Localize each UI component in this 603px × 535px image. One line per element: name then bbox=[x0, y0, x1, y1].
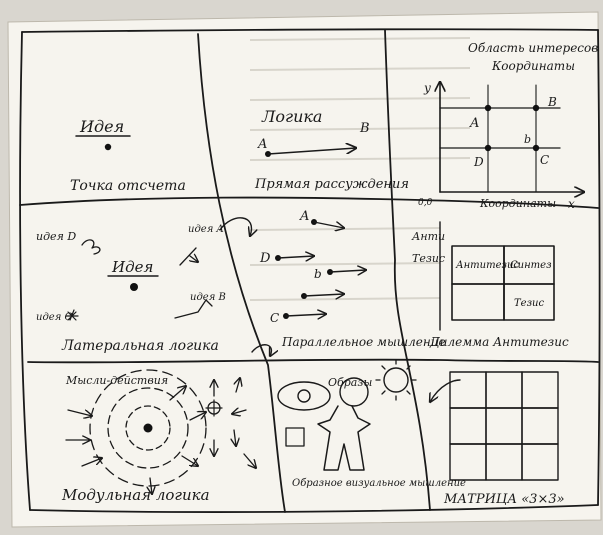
modular-label-top: Мысли-действия bbox=[65, 374, 168, 387]
lateral-idea-a: идея A bbox=[188, 224, 224, 235]
matrix-caption: МАТРИЦА «3×3» bbox=[443, 492, 565, 507]
visual-caption: Образное визуальное мышление bbox=[292, 478, 466, 489]
parallel-label-c: C bbox=[270, 311, 279, 325]
coords-point-a bbox=[485, 105, 491, 111]
coords-title-1: Область интересов bbox=[468, 41, 598, 55]
lateral-idea-c: идея C bbox=[36, 312, 72, 323]
parallel-label-b: b bbox=[314, 267, 322, 281]
coords-point-d bbox=[485, 145, 491, 151]
idea-caption: Точка отсчета bbox=[70, 178, 186, 194]
lateral-center bbox=[130, 283, 138, 291]
coords-label-b: B bbox=[547, 95, 557, 109]
coords-x-caption: Координаты bbox=[479, 197, 556, 210]
thesis-caption: Дилемма Антитезис bbox=[429, 335, 569, 349]
lateral-idea-d: идея D bbox=[36, 230, 76, 243]
parallel-label-d: D bbox=[259, 251, 271, 266]
coords-label-b2: b bbox=[524, 133, 531, 146]
coords-title-2: Координаты bbox=[491, 59, 575, 73]
parallel-label-a: A bbox=[299, 209, 309, 224]
coords-axis-y: y bbox=[423, 81, 431, 95]
logic-caption: Прямая рассуждения bbox=[254, 177, 409, 192]
modular-center-dot bbox=[144, 424, 153, 433]
logic-point-b-label: B bbox=[359, 121, 370, 136]
coords-point-b bbox=[533, 105, 539, 111]
coords-point-c bbox=[533, 145, 539, 151]
coords-axis-x: x bbox=[568, 197, 575, 211]
coords-origin: 0,0 bbox=[418, 198, 433, 208]
thesis-box-thesis-text: Тезис bbox=[514, 298, 544, 309]
coords-label-d: D bbox=[473, 155, 484, 169]
logic-title: Логика bbox=[261, 107, 322, 126]
lateral-title: Идея bbox=[111, 258, 153, 276]
lateral-caption: Латеральная логика bbox=[61, 338, 219, 354]
thesis-box-synthesis-text: Синтез bbox=[510, 260, 552, 271]
modular-caption: Модульная логика bbox=[61, 486, 210, 504]
idea-title: Идея bbox=[79, 117, 124, 136]
parallel-caption: Параллельное мышление bbox=[281, 335, 446, 349]
coords-label-a: A bbox=[469, 116, 479, 131]
idea-point bbox=[105, 144, 111, 150]
logic-point-a-label: A bbox=[257, 137, 267, 152]
coords-label-c: C bbox=[540, 153, 549, 167]
